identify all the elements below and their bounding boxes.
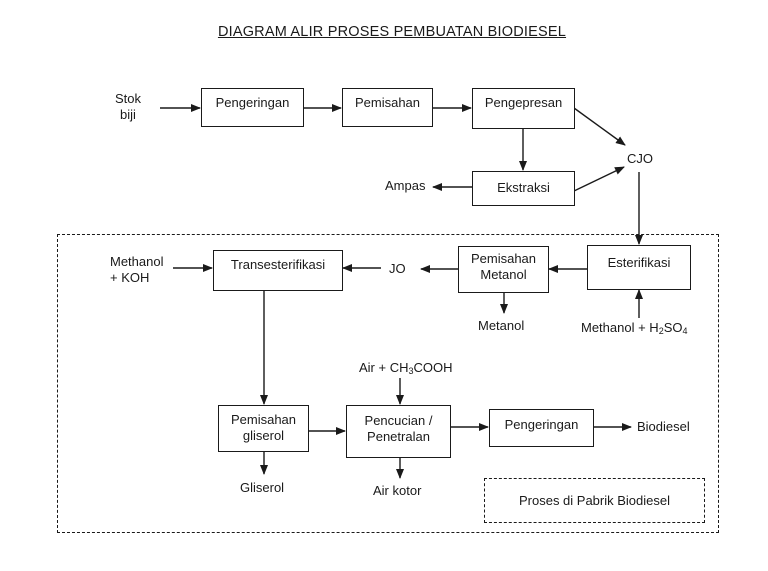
- process-pengeringan-1-label: Pengeringan: [215, 95, 290, 110]
- input-methanol-h2so4: Methanol + H2SO4: [581, 320, 688, 336]
- factory-region-border: [57, 234, 719, 533]
- input-methanol-h2so4-sub1: 2: [658, 326, 664, 336]
- process-pemisahan-gliserol-line1: Pemisahan: [230, 412, 297, 427]
- process-transesterifikasi: Transesterifikasi: [213, 250, 343, 291]
- intermediate-jo: JO: [389, 261, 406, 276]
- process-ekstraksi: Ekstraksi: [472, 171, 575, 206]
- process-pemisahan-metanol: Pemisahan Metanol: [458, 246, 549, 293]
- arrow-pengepresan-to-cjo: [573, 107, 626, 146]
- output-biodiesel: Biodiesel: [637, 419, 690, 434]
- process-pengeringan-1: Pengeringan: [201, 88, 304, 127]
- intermediate-cjo: CJO: [627, 151, 653, 166]
- input-stok-biji-line2: biji: [120, 107, 136, 122]
- process-pencucian-penetralan: Pencucian / Penetralan: [346, 405, 451, 458]
- output-ampas: Ampas: [385, 178, 426, 193]
- output-gliserol: Gliserol: [240, 480, 285, 495]
- arrow-ekstraksi-to-cjo: [573, 166, 625, 192]
- input-air-ch3cooh: Air + CH3COOH: [359, 360, 453, 376]
- process-pemisahan: Pemisahan: [342, 88, 433, 127]
- input-stok-biji: Stok biji: [110, 91, 146, 123]
- process-esterifikasi: Esterifikasi: [587, 245, 691, 290]
- process-pemisahan-gliserol: Pemisahan gliserol: [218, 405, 309, 452]
- legend-factory-label: Proses di Pabrik Biodiesel: [518, 492, 671, 508]
- process-pemisahan-metanol-line2: Metanol: [480, 267, 527, 282]
- legend-factory-box: Proses di Pabrik Biodiesel: [484, 478, 705, 523]
- process-pemisahan-label: Pemisahan: [354, 95, 421, 110]
- input-methanol-koh-line2: + KOH: [110, 270, 150, 285]
- process-pengeringan-2-label: Pengeringan: [504, 417, 579, 432]
- process-pengepresan-label: Pengepresan: [484, 95, 563, 110]
- input-methanol-h2so4-sub2: 4: [682, 326, 688, 336]
- input-methanol-koh-line1: Methanol: [110, 254, 164, 269]
- process-ekstraksi-label: Ekstraksi: [497, 180, 550, 195]
- process-pengeringan-2: Pengeringan: [489, 409, 594, 447]
- input-air-ch3cooh-sub: 3: [408, 366, 414, 376]
- process-pencucian-line1: Pencucian /: [364, 413, 433, 428]
- output-metanol: Metanol: [478, 318, 525, 333]
- output-air-kotor: Air kotor: [373, 483, 422, 498]
- process-pengepresan: Pengepresan: [472, 88, 575, 129]
- input-methanol-h2so4-prefix: Methanol + H: [581, 320, 659, 335]
- input-stok-biji-line1: Stok: [114, 91, 141, 106]
- input-air-ch3cooh-prefix: Air + CH: [359, 360, 409, 375]
- process-pencucian-line2: Penetralan: [367, 429, 430, 444]
- process-pemisahan-gliserol-line2: gliserol: [242, 428, 285, 443]
- process-esterifikasi-label: Esterifikasi: [607, 255, 671, 270]
- process-transesterifikasi-label: Transesterifikasi: [230, 257, 326, 272]
- input-methanol-h2so4-mid: SO: [663, 320, 683, 335]
- diagram-title: DIAGRAM ALIR PROSES PEMBUATAN BIODIESEL: [217, 24, 567, 40]
- process-pemisahan-metanol-line1: Pemisahan: [470, 251, 537, 266]
- input-methanol-koh: Methanol + KOH: [110, 254, 163, 286]
- input-air-ch3cooh-suffix: COOH: [413, 360, 453, 375]
